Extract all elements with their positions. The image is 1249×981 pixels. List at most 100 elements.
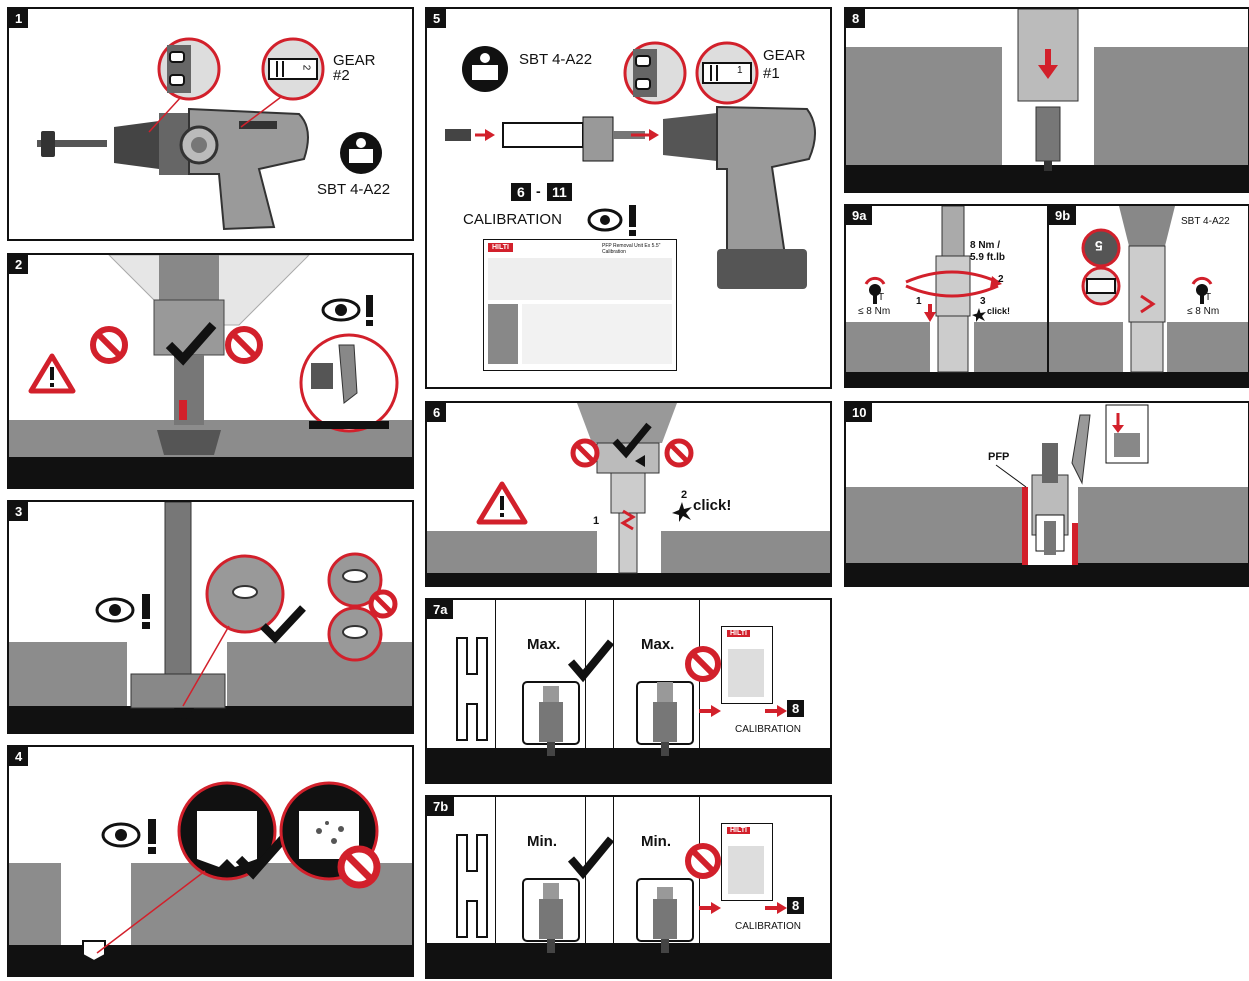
prohibited-icon — [683, 644, 723, 684]
range-from: 6 — [511, 183, 531, 201]
step-badge: 7a — [427, 600, 453, 619]
step-6-panel: 6 1 2 click! — [425, 401, 832, 587]
step-badge: 3 — [9, 502, 28, 521]
max-label: Max. — [641, 636, 674, 653]
anchor-illustration — [521, 682, 581, 762]
click-star-icon — [671, 501, 693, 523]
check-icon — [567, 640, 613, 680]
min-label: Min. — [527, 833, 557, 850]
zoom-hand-callout — [299, 333, 399, 433]
eye-icon — [95, 592, 155, 632]
step-10-panel: 10 PFP — [844, 401, 1249, 587]
prohibited-icon — [367, 588, 399, 620]
gauge-tool-illustration — [453, 831, 493, 941]
anchor-illustration — [635, 682, 695, 762]
eye-icon — [587, 205, 647, 239]
calibration-document: HILTI PFP Removal Unit Ex 5.5" Calibrati… — [483, 239, 677, 371]
step-badge: 6 — [427, 403, 446, 422]
zoom-gear-callout — [261, 37, 325, 101]
divider — [613, 797, 614, 947]
mini-manual: HILTI — [721, 626, 773, 704]
base — [427, 943, 830, 977]
calibration-label: CALIBRATION — [735, 921, 801, 932]
zoom-chuck-callout — [157, 37, 221, 101]
arrow-icon — [699, 901, 721, 915]
dial-number: 5 — [1095, 238, 1103, 254]
torque-limit: ≤ 8 Nm — [1187, 306, 1219, 317]
range-dash: - — [536, 183, 541, 199]
step-8-panel: 8 — [844, 7, 1249, 193]
torque-ref: T — [1205, 292, 1211, 303]
step-number-2: 2 — [681, 489, 687, 501]
step-3-panel: 3 — [7, 500, 414, 734]
prohibited-icon — [89, 325, 129, 365]
zoom-gear-callout — [1081, 266, 1121, 306]
tool-name: SBT 4-A22 — [317, 181, 390, 198]
step-badge: 5 — [427, 9, 446, 28]
step-badge: 1 — [9, 9, 28, 28]
step-number-1: 1 — [593, 515, 599, 527]
step-number-3: 3 — [980, 296, 986, 307]
prohibited-icon — [683, 841, 723, 881]
mini-manual: HILTI — [721, 823, 773, 901]
tool-check-illustration — [1049, 206, 1249, 388]
divider — [613, 600, 614, 750]
step-badge: 4 — [9, 747, 28, 766]
document-subtitle: Calibration — [602, 249, 626, 255]
step-number-2: 2 — [998, 274, 1004, 285]
check-icon — [611, 423, 651, 457]
check-icon — [235, 837, 285, 877]
torque-limit: ≤ 8 Nm — [858, 306, 890, 317]
prohibited-icon — [337, 845, 381, 889]
goto-step: 8 — [787, 897, 804, 914]
eye-icon — [321, 293, 381, 327]
document-logo: HILTI — [488, 243, 513, 252]
step-7a-panel: 7a Max. Max. HILTI 8 CALIBRATION — [425, 598, 832, 784]
step-badge: 9b — [1049, 206, 1076, 225]
base — [427, 748, 830, 782]
step-7b-panel: 7b Min. Min. HILTI 8 CALIBRATION — [425, 795, 832, 979]
pfp-removal-illustration — [846, 403, 1249, 587]
step-4-panel: 4 — [7, 745, 414, 977]
min-label: Min. — [641, 833, 671, 850]
step-badge: 8 — [846, 9, 865, 28]
tool-insert-illustration — [846, 9, 1249, 193]
step-badge: 10 — [846, 403, 872, 422]
max-label: Max. — [527, 636, 560, 653]
torque-icon — [860, 274, 890, 304]
torque-icon — [1187, 274, 1217, 304]
click-text: click! — [693, 497, 731, 514]
check-icon — [259, 606, 305, 642]
click-star-icon — [972, 308, 986, 322]
torque-value-imperial: 5.9 ft.lb — [970, 252, 1005, 263]
tool-name: SBT 4-A22 — [1181, 216, 1230, 227]
goto-step: 8 — [787, 700, 804, 717]
step-badge: 7b — [427, 797, 454, 816]
prohibited-icon — [663, 437, 695, 469]
step-1-panel: 1 2 GEAR #2 SBT 4-A22 — [7, 7, 414, 241]
step-badge: 9a — [846, 206, 872, 225]
eye-icon — [101, 817, 163, 857]
check-icon — [567, 837, 613, 877]
arrow-icon — [765, 901, 787, 915]
warning-icon — [29, 353, 75, 393]
range-to: 11 — [547, 183, 572, 201]
calibration-label: CALIBRATION — [463, 211, 562, 228]
prohibited-icon — [569, 437, 601, 469]
click-text: click! — [987, 306, 1010, 316]
arrow-icon — [765, 704, 787, 718]
step-9a-panel: 9a 8 Nm / 5.9 ft.lb 1 2 3 click! T ≤ 8 N… — [844, 204, 1049, 388]
gear-number: #2 — [333, 67, 350, 84]
pfp-label: PFP — [988, 451, 1009, 463]
step-2-panel: 2 — [7, 253, 414, 489]
anchor-illustration — [635, 879, 695, 959]
torque-ref: T — [878, 292, 884, 303]
prohibited-icon — [224, 325, 264, 365]
warning-icon — [477, 481, 527, 525]
step-5-panel: 5 SBT 4-A22 1 GEAR #1 6 - 11 CALIBRATION — [425, 7, 832, 389]
manual-icon — [339, 131, 383, 175]
anchor-illustration — [521, 879, 581, 959]
step-badge: 2 — [9, 255, 28, 274]
mini-logo: HILTI — [727, 630, 750, 637]
mini-logo: HILTI — [727, 827, 750, 834]
